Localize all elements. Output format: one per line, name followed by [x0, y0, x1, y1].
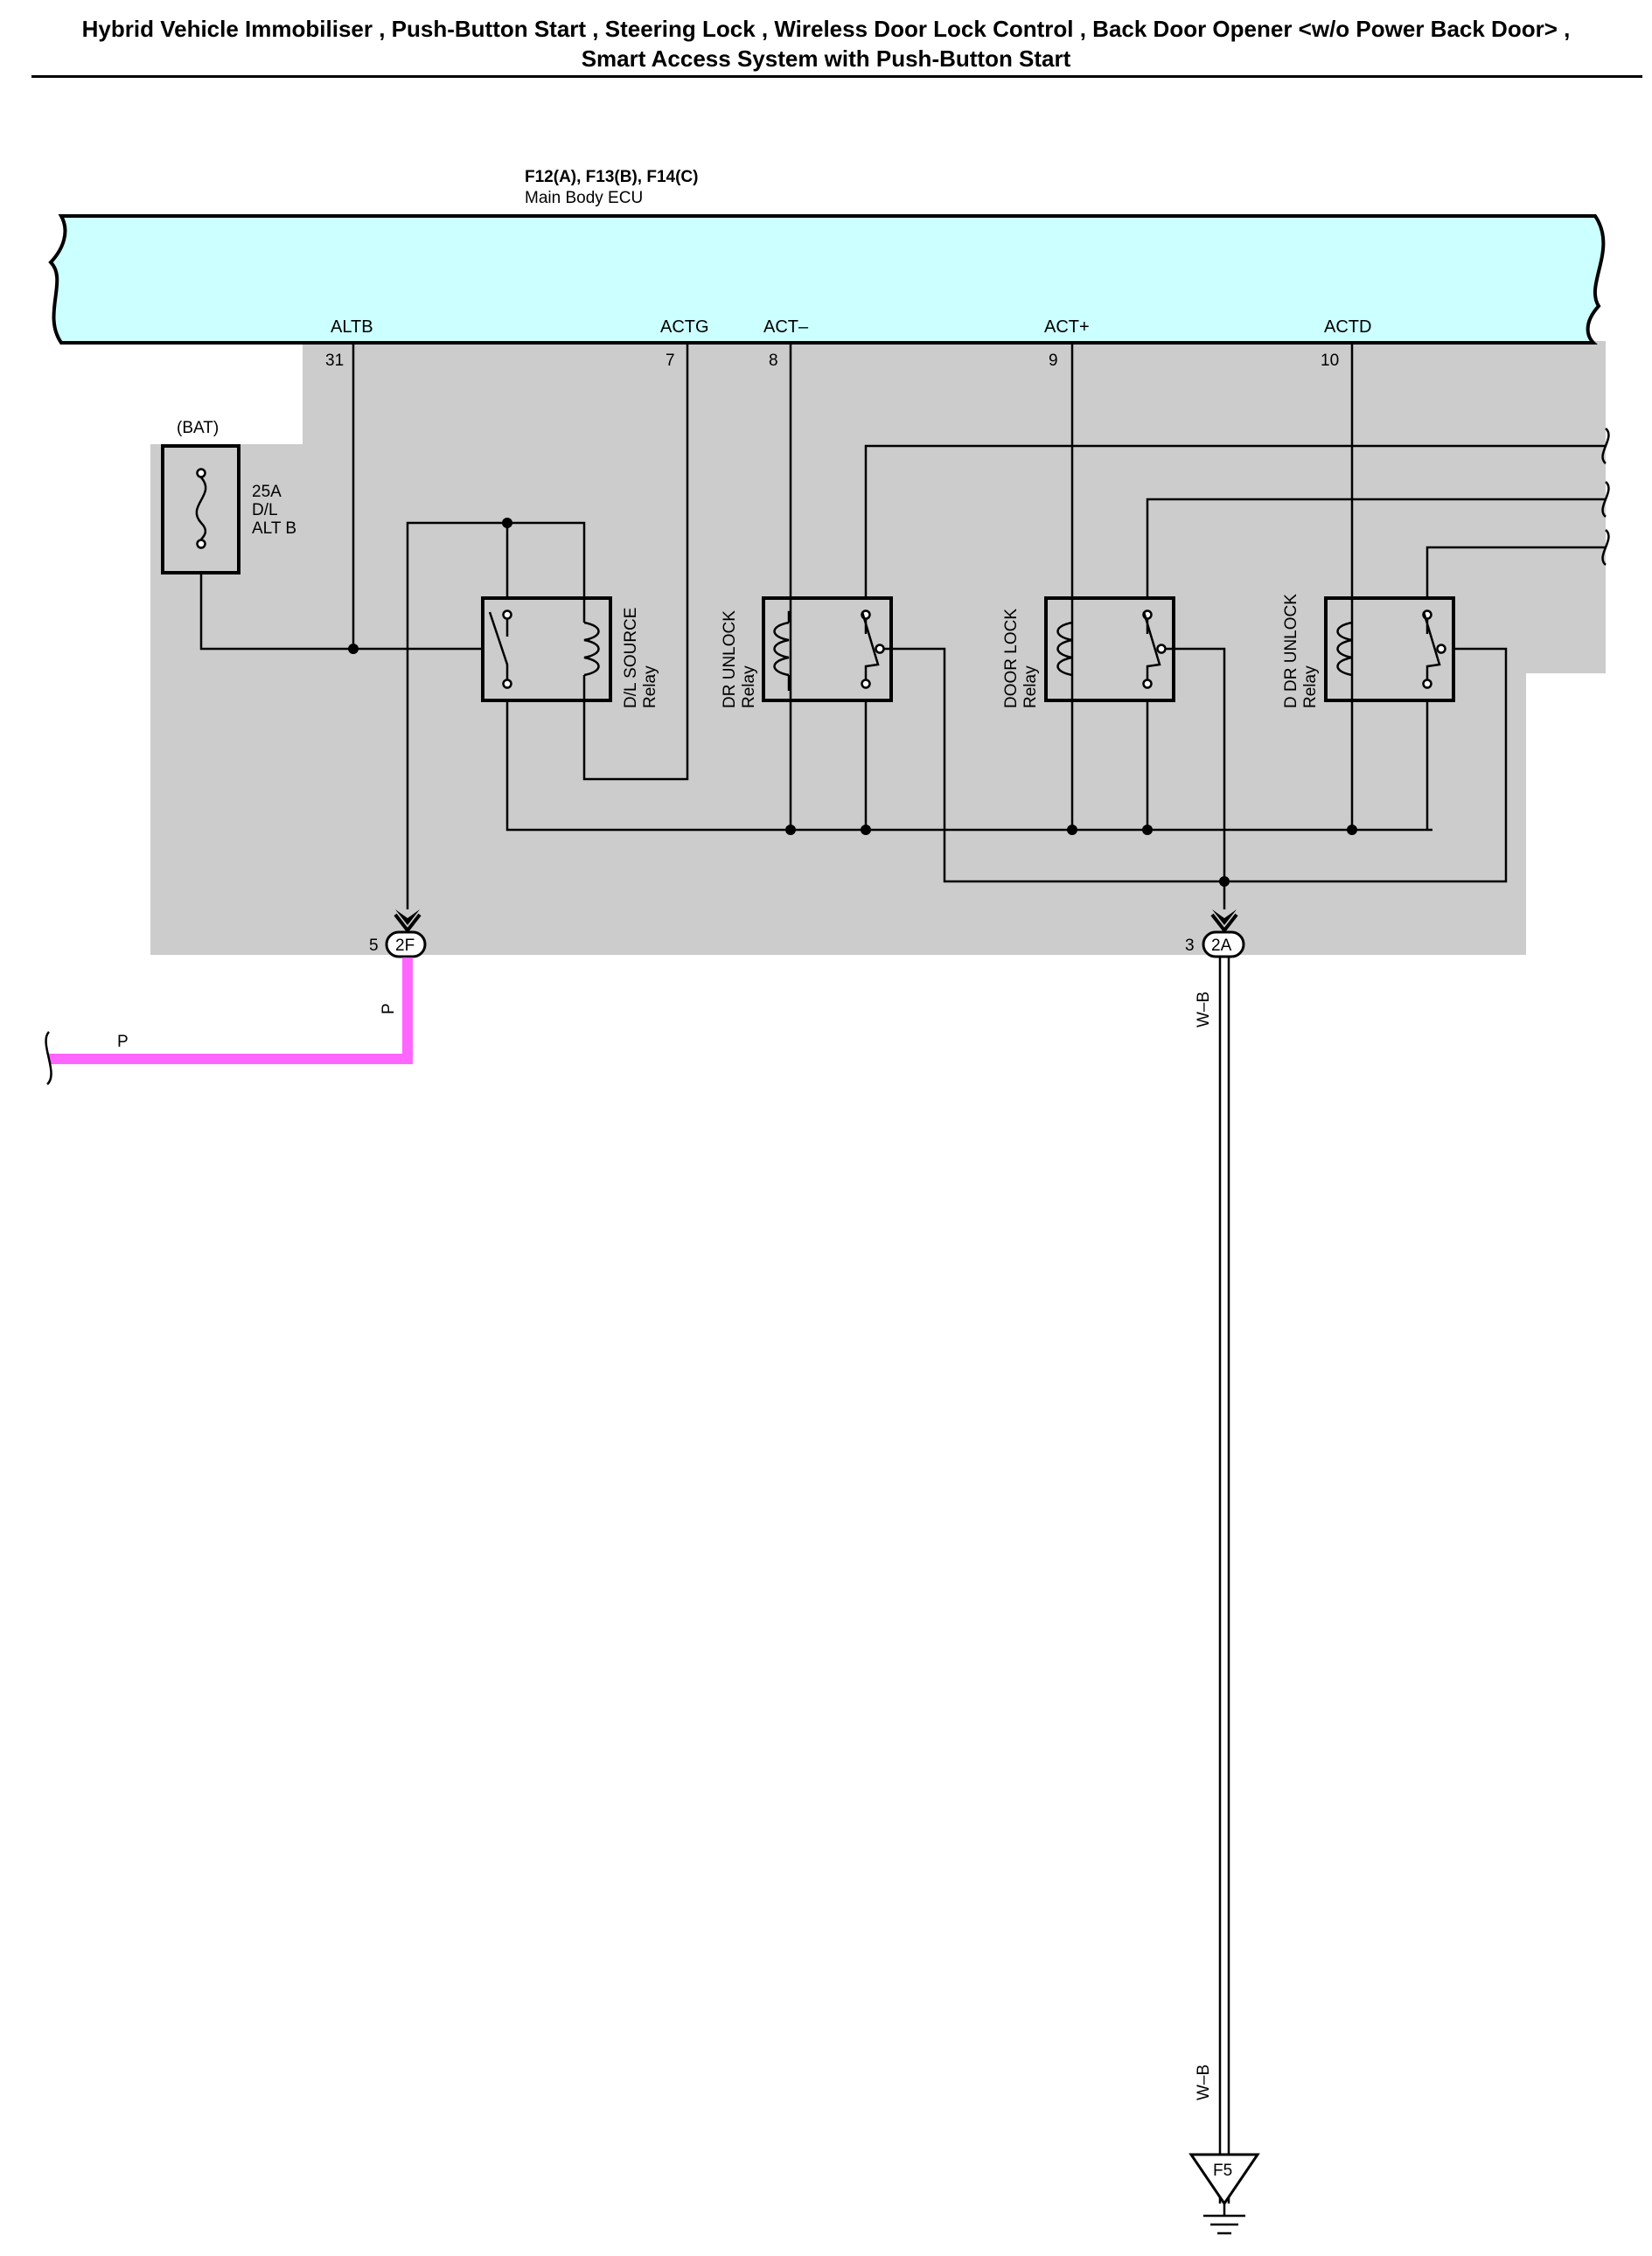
wire-dr-unlock-out: [864, 444, 1606, 598]
page-title: Hybrid Vehicle Immobiliser , Push-Button…: [0, 14, 1652, 73]
pin-act-minus-label: ACT–: [763, 317, 809, 337]
door-lock-switch-icon: [1142, 611, 1161, 680]
main-body-ecu: [48, 214, 1606, 345]
pin-8-number: 8: [769, 352, 778, 370]
wire-fuse-to-relay1: [199, 573, 483, 651]
dr-unlock-switch-icon: [861, 611, 880, 680]
connector-2a-arrow-icon: [1212, 909, 1237, 925]
fuse-icon: [195, 477, 207, 540]
junction-dot: [348, 644, 359, 654]
pin-9-number: 9: [1049, 352, 1058, 370]
d-dr-unlock-switch-icon: [1422, 611, 1441, 680]
wire-wb-label-bottom: W–B: [1195, 2065, 1213, 2100]
relay1-name: D/L SOURCE: [622, 608, 640, 708]
continuation-mark-icon: [1601, 428, 1610, 566]
fuse-source-label: (BAT): [177, 419, 219, 437]
relay4-name: D DR UNLOCK: [1282, 594, 1300, 708]
connector-2f-arrow-icon: [395, 909, 420, 925]
wire-wb-label-top: W–B: [1195, 992, 1213, 1027]
pin-act-plus-label: ACT+: [1044, 317, 1090, 337]
pin-31-number: 31: [325, 352, 344, 370]
dr-unlock-coil-icon: [773, 621, 790, 677]
fuse-rating: 25A: [252, 483, 282, 501]
title-line-1: Hybrid Vehicle Immobiliser , Push-Button…: [81, 16, 1571, 42]
pin-actg-label: ACTG: [660, 317, 709, 337]
ecu-connectors-label: F12(A), F13(B), F14(C): [525, 168, 698, 186]
relay1-type: Relay: [641, 665, 659, 708]
fuse-name-1: D/L: [252, 501, 278, 519]
wire-actg: [582, 343, 689, 781]
connector-2a-id: 2A: [1211, 937, 1232, 955]
ground-f5-icon: [1188, 2153, 1260, 2206]
connector-2f-id: 2F: [395, 937, 415, 955]
ecu-name-label: Main Body ECU: [525, 189, 643, 207]
door-lock-coil-icon: [1056, 621, 1073, 677]
dl-source-coil-icon: [583, 621, 600, 677]
wire-common-bus: [505, 700, 1432, 832]
wire-p-label-vertical: P: [380, 1003, 398, 1014]
wire-door-lock-out: [1146, 498, 1606, 598]
pin-7-number: 7: [666, 352, 675, 370]
relay3-type: Relay: [1021, 665, 1040, 708]
ground-f5-id: F5: [1213, 2162, 1232, 2180]
relay3-name: DOOR LOCK: [1002, 609, 1021, 708]
connector-2a-pin: 3: [1185, 937, 1195, 955]
d-dr-unlock-coil-icon: [1336, 621, 1353, 677]
wire-wb: [1218, 957, 1230, 2204]
title-line-2: Smart Access System with Push-Button Sta…: [581, 45, 1071, 72]
title-divider: [31, 75, 1642, 78]
relay2-name: DR UNLOCK: [721, 610, 739, 708]
pin-10-number: 10: [1321, 352, 1339, 370]
wire-d-dr-unlock-out: [1425, 546, 1606, 598]
wire-dl-source-output: [406, 521, 586, 909]
pin-altb-label: ALTB: [331, 317, 373, 337]
pin-actd-label: ACTD: [1324, 317, 1371, 337]
dl-source-relay: [481, 596, 612, 702]
dl-source-switch-icon: [488, 611, 509, 680]
connector-2f: [385, 930, 427, 958]
continuation-mark-left-icon: [45, 1031, 52, 1085]
wire-pink-p: [49, 957, 413, 1064]
fuse-name-2: ALT B: [252, 519, 296, 538]
wire-p-label-horizontal: P: [117, 1033, 129, 1051]
connector-2f-pin: 5: [369, 937, 379, 955]
relay2-type: Relay: [740, 665, 758, 708]
d-dr-unlock-relay: [1324, 596, 1455, 702]
ground-symbol-icon: [1203, 2204, 1245, 2235]
connector-2a: [1202, 930, 1245, 958]
relay4-type: Relay: [1301, 665, 1320, 708]
